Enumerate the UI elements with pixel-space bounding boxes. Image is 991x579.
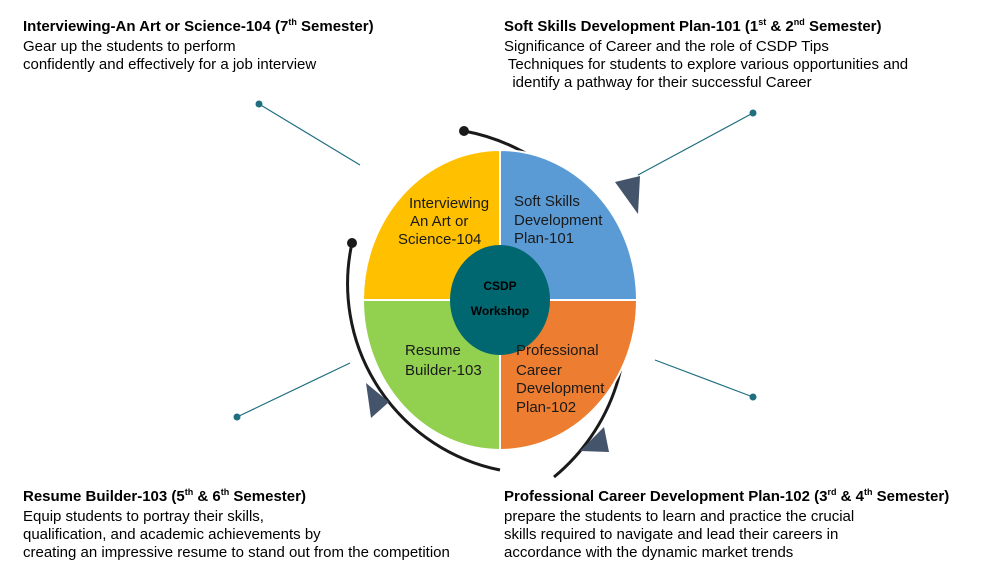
professional-career-title: Professional Career Development Plan-102…	[504, 487, 950, 506]
interviewing-description: Interviewing-An Art or Science-104 (7th …	[23, 18, 374, 74]
description-line: skills required to navigate and lead the…	[504, 526, 839, 543]
connector-top-right	[637, 109, 757, 176]
description-line: confidently and effectively for a job in…	[23, 56, 317, 73]
quadrant-label-interviewing: Interviewing	[409, 195, 489, 212]
description-line: creating an impressive resume to stand o…	[23, 544, 450, 561]
description-line: prepare the students to learn and practi…	[504, 508, 855, 525]
quadrant-label-interviewing: Science-104	[398, 231, 481, 248]
resume-builder-title: Resume Builder-103 (5th & 6th Semester)	[23, 487, 306, 506]
interviewing-title: Interviewing-An Art or Science-104 (7th …	[23, 17, 374, 36]
description-line: Equip students to portray their skills,	[23, 508, 264, 525]
description-line: identify a pathway for their successful …	[504, 74, 812, 91]
description-line: Techniques for students to explore vario…	[504, 56, 909, 73]
quadrant-label-soft-skills: Soft Skills	[514, 193, 580, 210]
resume-builder-description: Resume Builder-103 (5th & 6th Semester) …	[23, 488, 450, 562]
cycle-arrow-icon	[615, 176, 640, 214]
description-line: qualification, and academic achievements…	[23, 526, 321, 543]
cycle-arrow-icon	[580, 427, 609, 452]
center-label-line: Workshop	[471, 304, 529, 318]
arc-start-dot	[347, 238, 357, 248]
quadrant-label-interviewing: An Art or	[410, 213, 468, 230]
quadrant-label-professional: Plan-102	[516, 399, 576, 416]
quadrant-label-resume: Resume	[405, 342, 461, 359]
center-label-line: CSDP	[483, 279, 516, 293]
arc-start-dot	[459, 126, 469, 136]
description-line: Significance of Career and the role of C…	[504, 38, 829, 55]
quadrant-label-soft-skills: Development	[514, 212, 603, 229]
soft-skills-title: Soft Skills Development Plan-101 (1st & …	[504, 17, 882, 36]
quadrant-label-professional: Career	[516, 362, 562, 379]
quadrant-label-professional: Professional	[516, 342, 599, 359]
description-line: accordance with the dynamic market trend…	[504, 544, 794, 561]
connector-top-left	[255, 100, 361, 166]
connector-bottom-right	[654, 359, 757, 401]
connector-bottom-left	[233, 362, 351, 421]
soft-skills-description: Soft Skills Development Plan-101 (1st & …	[504, 18, 908, 92]
center-circle	[450, 245, 550, 355]
cycle-arrow-icon	[366, 383, 389, 418]
quadrant-label-resume: Builder-103	[405, 362, 482, 379]
cycle-arc-left	[346, 242, 501, 472]
description-line: Gear up the students to perform	[23, 38, 236, 55]
professional-career-description: Professional Career Development Plan-102…	[504, 488, 949, 562]
quadrant-label-professional: Development	[516, 380, 605, 397]
quadrant-label-soft-skills: Plan-101	[514, 230, 574, 247]
